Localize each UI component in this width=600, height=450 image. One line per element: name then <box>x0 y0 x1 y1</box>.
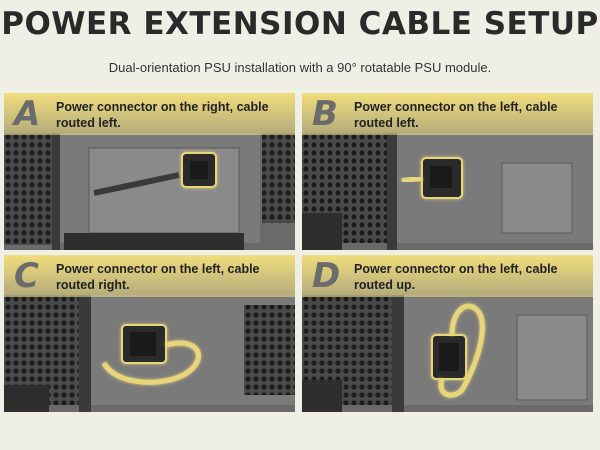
page-subtitle: Dual-orientation PSU installation with a… <box>108 60 492 75</box>
setup-panel-d: D Power connector on the left, cable rou… <box>302 255 593 412</box>
caption-band <box>4 255 295 297</box>
setup-panel-a: A Power connector on the right, cable ro… <box>4 93 295 250</box>
panel-caption: Power connector on the right, cable rout… <box>56 100 269 130</box>
panel-letter: B <box>312 94 338 134</box>
panel-letter: C <box>14 256 39 296</box>
page-title: POWER EXTENSION CABLE SETUP <box>1 6 599 42</box>
setup-panel-c: C Power connector on the left, cable rou… <box>4 255 295 412</box>
setup-panel-b: B Power connector on the left, cable rou… <box>302 93 593 250</box>
panel-letter: A <box>14 94 41 134</box>
caption-band <box>302 93 593 135</box>
caption-band <box>4 93 295 135</box>
panel-letter: D <box>312 256 341 296</box>
panel-caption: Power connector on the left, cable route… <box>354 100 558 130</box>
panel-caption: Power connector on the left, cable route… <box>56 262 260 292</box>
caption-band <box>302 255 593 297</box>
panel-caption: Power connector on the left, cable route… <box>354 262 558 292</box>
